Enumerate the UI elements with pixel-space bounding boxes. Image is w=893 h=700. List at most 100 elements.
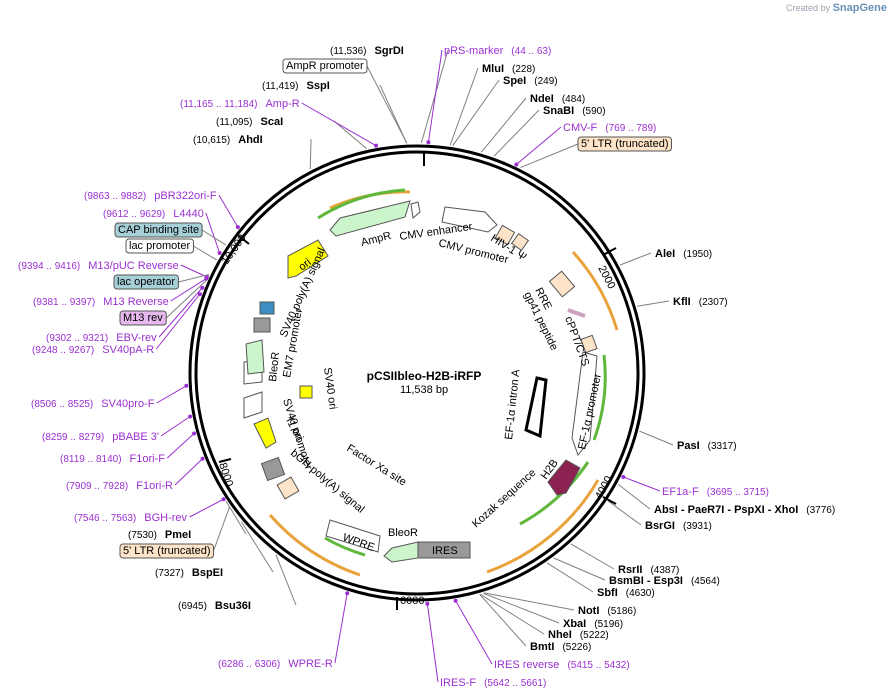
enzyme-leader-1: [449, 67, 479, 146]
enzyme-leader-6: [637, 300, 670, 307]
primer-range: (5642 .. 5661): [484, 678, 546, 689]
wpre-feature: [325, 519, 381, 553]
boxed-label-text: lac promoter: [129, 240, 190, 252]
cds-arc-2: [592, 354, 607, 441]
enzyme-position: (2307): [699, 297, 728, 308]
ltr-arc-right: [571, 250, 619, 331]
primer-leader-2: [623, 476, 661, 492]
box-leader-0: [366, 65, 408, 144]
boxed-label-text: AmpR promoter: [286, 60, 364, 72]
primer-site-3: [453, 598, 458, 603]
enzyme-leader-12: [546, 562, 594, 593]
primer-leader-14: [180, 264, 208, 278]
feature-label-bleor-right: BleoR: [388, 527, 418, 539]
sv40-promoter-arrow: [253, 417, 277, 449]
enzyme-label: AbsI - PaeR7I - PspXI - XhoI(3776): [654, 504, 835, 516]
primer-site-14: [204, 274, 209, 279]
enzyme-position: (11,536): [330, 46, 367, 57]
primer-range: (9381 .. 9397): [33, 297, 95, 308]
enzyme-label: NdeI(484): [530, 93, 585, 105]
enzyme-leader-13: [484, 592, 575, 611]
primer-site-11: [197, 292, 202, 297]
enzyme-label: (10,615)AhdI: [193, 134, 263, 146]
enzyme-name: SbfI: [597, 587, 618, 599]
primer-name: M13/pUC Reverse: [88, 260, 178, 272]
primer-range: (8259 .. 8279): [42, 432, 104, 443]
enzyme-name: SgrDI: [375, 45, 404, 57]
enzyme-label: BsrGI(3931): [645, 520, 712, 532]
primer-name: SV40pro-F: [101, 398, 154, 410]
snapgene-logo: Created by SnapGene: [786, 2, 887, 14]
primer-label: (9863 .. 9882)pBR322ori-F: [84, 190, 217, 202]
box-leader-6: [213, 506, 231, 552]
enzyme-name: PasI: [677, 440, 700, 452]
enzyme-name: BsrGI: [645, 520, 675, 532]
enzyme-position: (6945): [178, 601, 207, 612]
primer-label: (9612 .. 9629)L4440: [103, 208, 204, 220]
boxed-label: 5' LTR (truncated): [119, 543, 214, 559]
enzyme-leader-17: [275, 554, 297, 606]
primer-range: (3695 .. 3715): [707, 487, 769, 498]
primer-label: (6286 .. 6306)WPRE-R: [218, 658, 333, 670]
enzyme-position: (3776): [806, 505, 835, 516]
boxed-label: CAP binding site: [114, 222, 203, 238]
feature-label-sv40-ori: SV40 ori: [321, 367, 339, 410]
sv40-polya-box: [253, 317, 271, 333]
boxed-label: lac operator: [113, 274, 179, 290]
primer-site-10: [184, 383, 189, 388]
enzyme-label: (11,095)ScaI: [216, 116, 283, 128]
enzyme-label: AleI(1950): [655, 248, 712, 260]
enzyme-name: MluI: [482, 63, 504, 75]
enzyme-position: (11,095): [216, 117, 253, 128]
primer-label: (11,165 .. 11,184)Amp-R: [180, 98, 300, 110]
enzyme-label: NotI(5186): [578, 605, 636, 617]
primer-name: BGH-rev: [144, 512, 187, 524]
enzyme-name: KflI: [673, 296, 691, 308]
primer-range: (9394 .. 9416): [18, 261, 80, 272]
primer-site-9: [188, 414, 193, 419]
bgh-box: [276, 476, 300, 500]
enzyme-leader-9: [607, 500, 642, 526]
primer-name: EF1a-F: [662, 486, 699, 498]
boxed-label-bg: [282, 58, 368, 74]
enzyme-name: BsmBI - Esp3I: [609, 575, 683, 587]
primer-leader-lines: [155, 49, 661, 683]
enzyme-position: (249): [534, 76, 557, 87]
sv40-ori-box: [299, 385, 313, 399]
enzyme-name: SpeI: [503, 75, 526, 87]
tick-mark-4000: [602, 496, 617, 505]
primer-range: (7546 .. 7563): [74, 513, 136, 524]
enzyme-position: (11,419): [262, 81, 299, 92]
primer-label: (9394 .. 9416) M13/pUC Reverse: [18, 260, 179, 272]
enzyme-leader-14: [483, 592, 560, 624]
boxed-label: 5' LTR (truncated): [577, 136, 672, 152]
tick-mark-10000: [238, 235, 250, 245]
enzyme-position: (484): [562, 94, 585, 105]
primer-label: (8119 .. 8140)F1ori-F: [60, 453, 165, 465]
enzyme-leader-11: [553, 557, 606, 581]
feature-label-bleor-left: BleoR: [267, 351, 282, 382]
primer-name: M13 Reverse: [103, 296, 168, 308]
enzyme-label: RsrII(4387): [618, 564, 679, 576]
boxed-label-bg: [113, 274, 179, 290]
primer-label: (9302 .. 9321)EBV-rev: [46, 332, 157, 344]
box-leader-5: [165, 279, 207, 319]
enzyme-leader-7: [639, 430, 674, 446]
primer-leader-15: [205, 212, 221, 254]
enzyme-name: AhdI: [238, 134, 262, 146]
boxed-labels: AmpR promoter 5' LTR (truncated) CAP bindi…: [113, 58, 672, 559]
enzyme-name: SnaBI: [543, 105, 574, 117]
enzyme-label: KflI (2307): [673, 296, 728, 308]
primer-name: IRES-F: [440, 677, 476, 689]
enzyme-name: XbaI: [563, 618, 586, 630]
primer-name: F1ori-R: [136, 480, 173, 492]
enzyme-leader-8: [617, 483, 651, 510]
ampr-feature: [329, 200, 411, 237]
f1-ori-box: [260, 456, 286, 482]
primer-leader-0: [427, 49, 443, 143]
feature-label-factor-xa: Factor Xa site: [344, 442, 408, 488]
enzyme-label: PasI(3317): [677, 440, 737, 452]
h2b-feature: [547, 459, 581, 496]
primer-label: pRS-marker(44 .. 63): [444, 45, 551, 57]
enzyme-leader-18: [241, 521, 274, 573]
